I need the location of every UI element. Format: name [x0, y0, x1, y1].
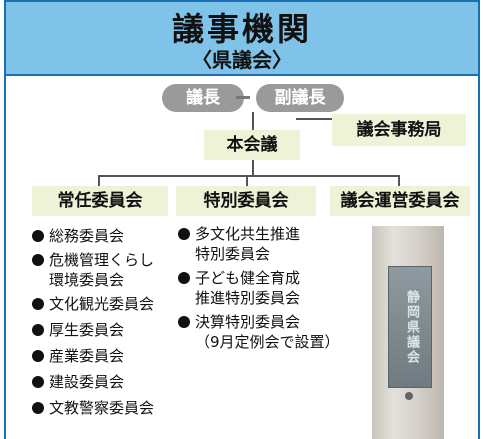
committee-branch-line	[98, 175, 400, 177]
secretariat-connector	[296, 118, 332, 120]
page-title: 議事機関	[171, 10, 312, 48]
plenary-stem-line	[252, 160, 254, 176]
special-committee-item: 子ども健全育成推進特別委員会	[178, 268, 300, 308]
secretariat-box: 議会事務局	[332, 114, 466, 146]
bullet-icon	[178, 272, 190, 284]
page-subtitle: 〈県議会〉	[192, 48, 292, 72]
branch-drop-special	[246, 175, 248, 187]
header-banner: 議事機関 〈県議会〉	[6, 2, 478, 74]
officers-to-plenary-line	[252, 112, 254, 136]
bullet-icon	[178, 228, 190, 240]
standing-committee-item: 厚生委員会	[32, 320, 124, 340]
bullet-icon	[32, 350, 44, 362]
officer-connector	[236, 96, 250, 99]
standing-committee-item: 産業委員会	[32, 346, 124, 366]
bullet-icon	[32, 298, 44, 310]
bullet-icon	[178, 316, 190, 328]
standing-committee-item: 危機管理くらし環境委員会	[32, 250, 154, 290]
bullet-icon	[32, 324, 44, 336]
special-committee-item: 多文化共生推進特別委員会	[178, 224, 300, 264]
bullet-icon	[32, 402, 44, 414]
standing-committee-item: 文教警察委員会	[32, 398, 154, 418]
bullet-icon	[32, 254, 44, 266]
standing-committees-heading: 常任委員会	[32, 186, 168, 216]
special-committee-item: 決算特別委員会（9月定例会で設置）	[178, 312, 340, 352]
nameplate: 静岡県議会	[388, 266, 432, 388]
bullet-icon	[32, 230, 44, 242]
branch-drop-standing	[98, 175, 100, 187]
special-committees-heading: 特別委員会	[176, 186, 316, 216]
nameplate-bolt	[405, 392, 413, 400]
plenary-box: 本会議	[204, 130, 300, 160]
steering-committee-heading: 議会運営委員会	[330, 186, 470, 216]
vice-speaker-pill: 副議長	[256, 84, 344, 112]
branch-drop-steering	[398, 175, 400, 187]
standing-committee-item: 文化観光委員会	[32, 294, 154, 314]
standing-committee-item: 総務委員会	[32, 226, 124, 246]
standing-committee-item: 建設委員会	[32, 372, 124, 392]
bullet-icon	[32, 376, 44, 388]
speaker-pill: 議長	[162, 84, 244, 112]
header-divider	[6, 74, 478, 76]
